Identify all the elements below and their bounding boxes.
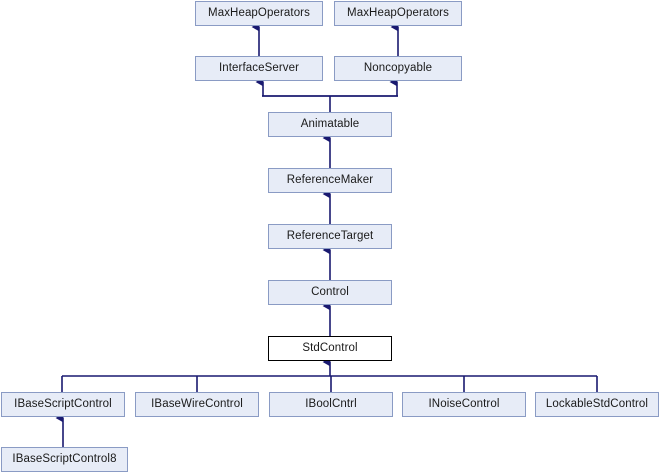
node-label: INoiseControl (428, 397, 500, 410)
node-label: StdControl (302, 341, 358, 354)
node-label: Animatable (300, 117, 360, 130)
node-stdcontrol[interactable]: StdControl (268, 336, 392, 361)
node-referencetarget[interactable]: ReferenceTarget (268, 224, 392, 249)
node-inoisecontrol[interactable]: INoiseControl (402, 392, 526, 417)
node-maxheapoperators-1[interactable]: MaxHeapOperators (195, 1, 323, 26)
node-label: InterfaceServer (218, 61, 300, 74)
node-label: IBoolCntrl (305, 397, 357, 410)
node-referencemaker[interactable]: ReferenceMaker (268, 168, 392, 193)
node-ibasescriptcontrol[interactable]: IBaseScriptControl (1, 392, 125, 417)
node-interfaceserver[interactable]: InterfaceServer (195, 56, 323, 81)
node-label: LockableStdControl (545, 397, 649, 410)
node-label: ReferenceTarget (286, 229, 374, 242)
node-label: ReferenceMaker (286, 173, 374, 186)
node-maxheapoperators-2[interactable]: MaxHeapOperators (334, 1, 462, 26)
node-animatable[interactable]: Animatable (268, 112, 392, 137)
node-label: IBaseWireControl (151, 397, 243, 410)
node-label: IBaseScriptControl (14, 397, 112, 410)
node-noncopyable[interactable]: Noncopyable (334, 56, 462, 81)
node-ibasescriptcontrol8[interactable]: IBaseScriptControl8 (1, 447, 128, 472)
node-label: IBaseScriptControl8 (12, 452, 117, 465)
node-label: MaxHeapOperators (347, 6, 449, 19)
node-iboolcntrl[interactable]: IBoolCntrl (269, 392, 393, 417)
node-label: Noncopyable (363, 61, 433, 74)
node-ibasewirecontrol[interactable]: IBaseWireControl (135, 392, 259, 417)
node-control[interactable]: Control (268, 280, 392, 305)
node-label: Control (311, 285, 349, 298)
node-label: MaxHeapOperators (208, 6, 310, 19)
node-lockablestdcontrol[interactable]: LockableStdControl (535, 392, 659, 417)
